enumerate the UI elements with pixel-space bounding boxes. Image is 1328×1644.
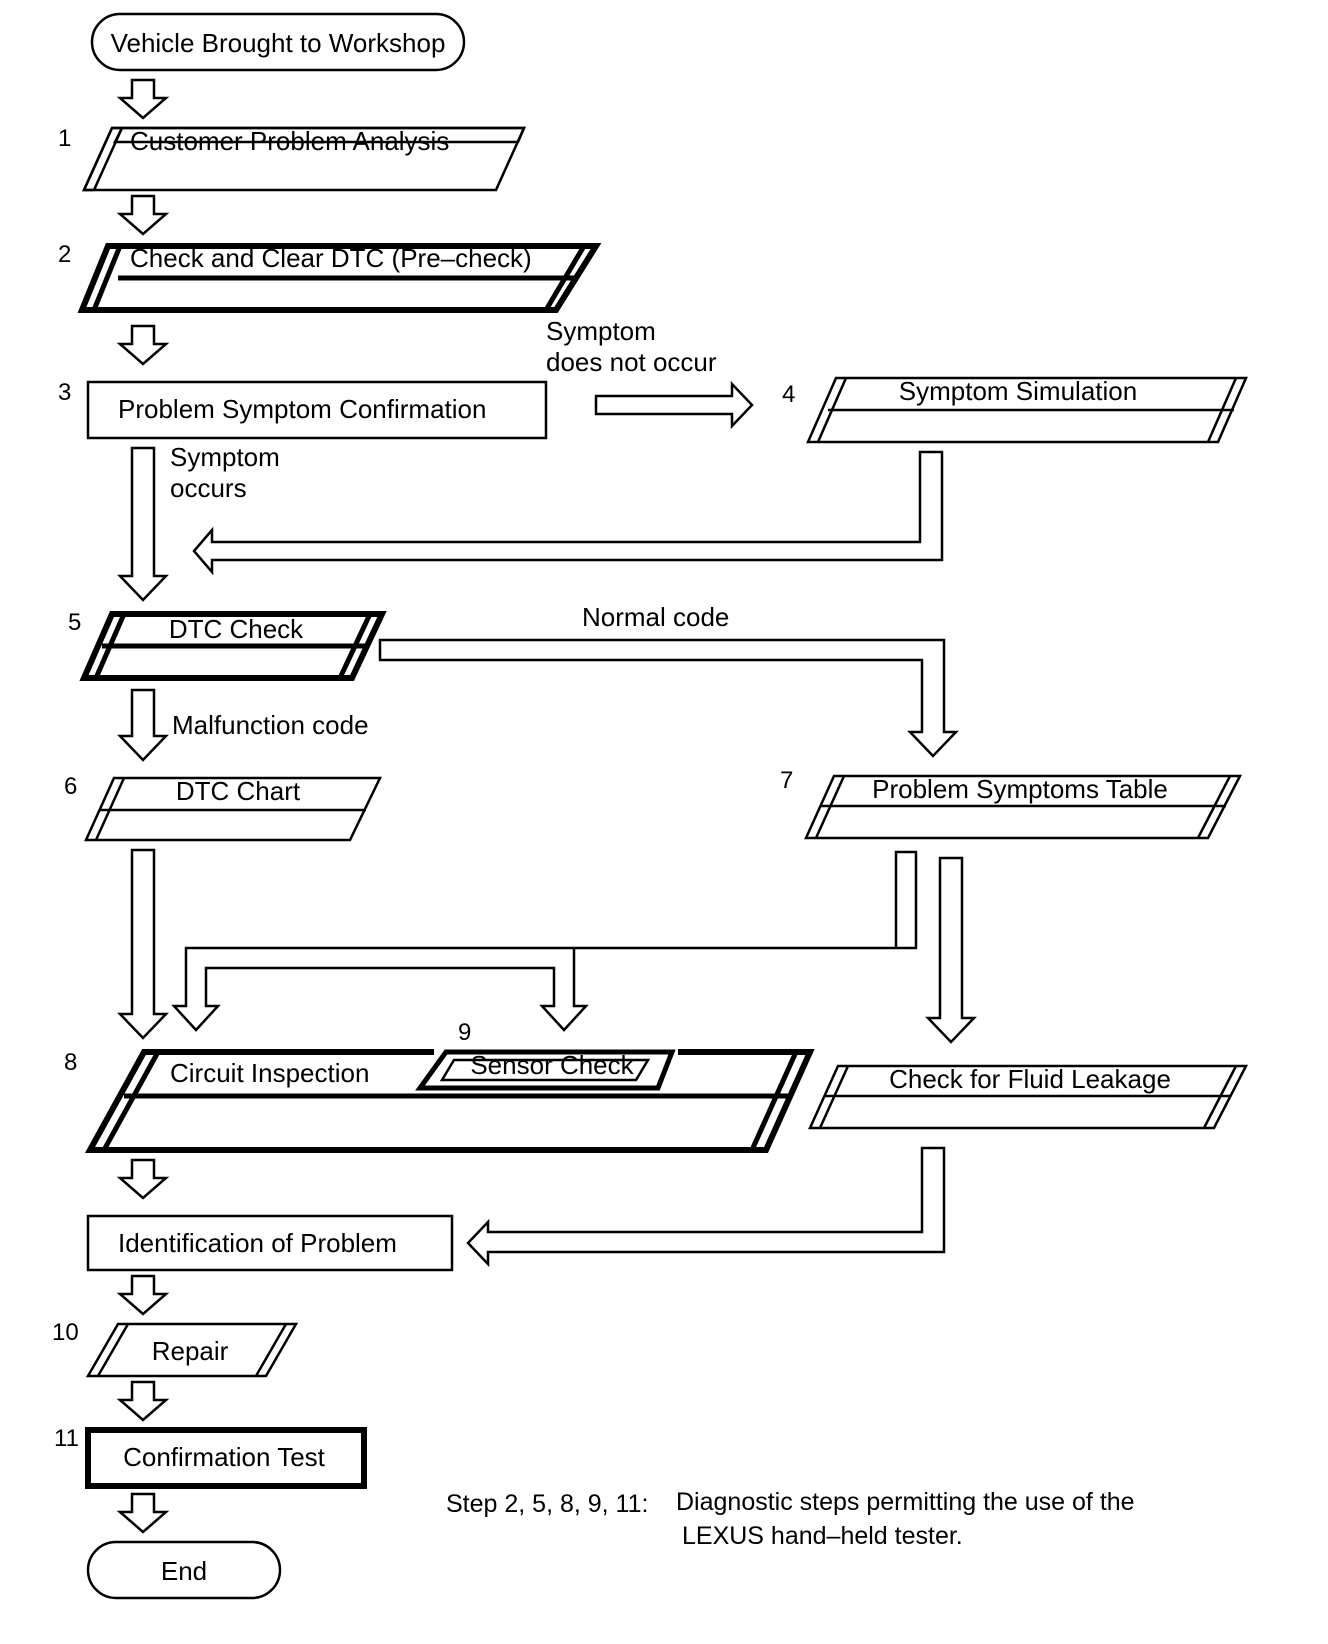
step-11-label: Confirmation Test (123, 1442, 326, 1472)
step-1-number: 1 (58, 125, 71, 152)
step-5-number: 5 (68, 609, 81, 636)
arrow-8-to-identification (116, 1158, 170, 1200)
branch-symptom-not-occur-line2: does not occur (546, 347, 717, 377)
note-prefix: Step 2, 5, 8, 9, 11: (446, 1490, 648, 1518)
step-6-box (84, 776, 382, 842)
step-4-box (806, 376, 1248, 444)
arrow-3-to-5 (117, 446, 169, 602)
step-7-box (804, 774, 1243, 840)
step-10-number: 10 (52, 1319, 79, 1346)
step-8-number: 8 (64, 1049, 77, 1076)
step-5-box (79, 611, 387, 681)
arrow-7-to-fluid (925, 856, 977, 1044)
note-line2: LEXUS hand–held tester. (682, 1522, 963, 1550)
step-5-label: DTC Check (169, 614, 304, 644)
arrow-5-to-7 (378, 638, 959, 758)
branch-malfunction-code: Malfunction code (172, 710, 369, 740)
branch-symptom-occurs-line1: Symptom (170, 442, 280, 472)
end-terminal (86, 1540, 282, 1600)
arrow-10-to-11 (116, 1380, 170, 1422)
arrow-4-to-5 (192, 450, 944, 576)
step-3-number: 3 (58, 379, 71, 406)
step-1-box (82, 126, 526, 192)
arrow-start-to-1 (116, 78, 170, 120)
arrow-5-to-6 (117, 688, 169, 762)
step-4-number: 4 (782, 381, 795, 408)
arrow-6-to-8 (117, 848, 169, 1040)
start-label: Vehicle Brought to Workshop (111, 28, 446, 58)
step-8-label: Circuit Inspection (170, 1058, 369, 1088)
step-6-number: 6 (64, 773, 77, 800)
arrow-identification-to-10 (116, 1274, 170, 1316)
step-2-label: Check and Clear DTC (Pre–check) (130, 243, 532, 273)
step-7-label: Problem Symptoms Table (872, 774, 1168, 804)
step-9-box (415, 1049, 676, 1091)
fluid-leakage-box (808, 1064, 1249, 1130)
step-7-number: 7 (780, 767, 793, 794)
step-11-number: 11 (54, 1425, 79, 1452)
identification-label: Identification of Problem (118, 1228, 397, 1258)
step-11-box (85, 1427, 367, 1489)
identification-box (86, 1214, 454, 1272)
step-8-box (84, 1049, 815, 1153)
arrow-fluid-to-identification (466, 1146, 946, 1268)
step-2-number: 2 (58, 241, 71, 268)
step-10-label: Repair (152, 1336, 229, 1366)
arrow-1-to-2 (116, 194, 170, 236)
step-1-label: Customer Problem Analysis (130, 126, 449, 156)
start-terminal (90, 12, 466, 72)
arrow-3-to-4 (594, 380, 754, 430)
arrow-2-to-3 (116, 324, 170, 366)
arrow-11-to-end (116, 1492, 170, 1534)
step-6-label: DTC Chart (176, 776, 301, 806)
step-3-label: Problem Symptom Confirmation (118, 394, 486, 424)
step-2-box (77, 243, 602, 313)
fluid-leakage-label: Check for Fluid Leakage (889, 1064, 1171, 1094)
step-4-label: Symptom Simulation (899, 376, 1137, 406)
arrow-7-to-8-and-9 (171, 850, 918, 1032)
branch-symptom-occurs-line2: occurs (170, 473, 247, 503)
branch-symptom-not-occur-line1: Symptom (546, 316, 656, 346)
step-3-box (86, 380, 548, 440)
branch-normal-code: Normal code (582, 602, 729, 632)
step-9-label: Sensor Check (470, 1050, 634, 1080)
end-label: End (161, 1556, 207, 1586)
step-10-box (85, 1322, 299, 1378)
note-line1: Diagnostic steps permitting the use of t… (676, 1488, 1135, 1516)
step-9-number: 9 (458, 1019, 471, 1046)
